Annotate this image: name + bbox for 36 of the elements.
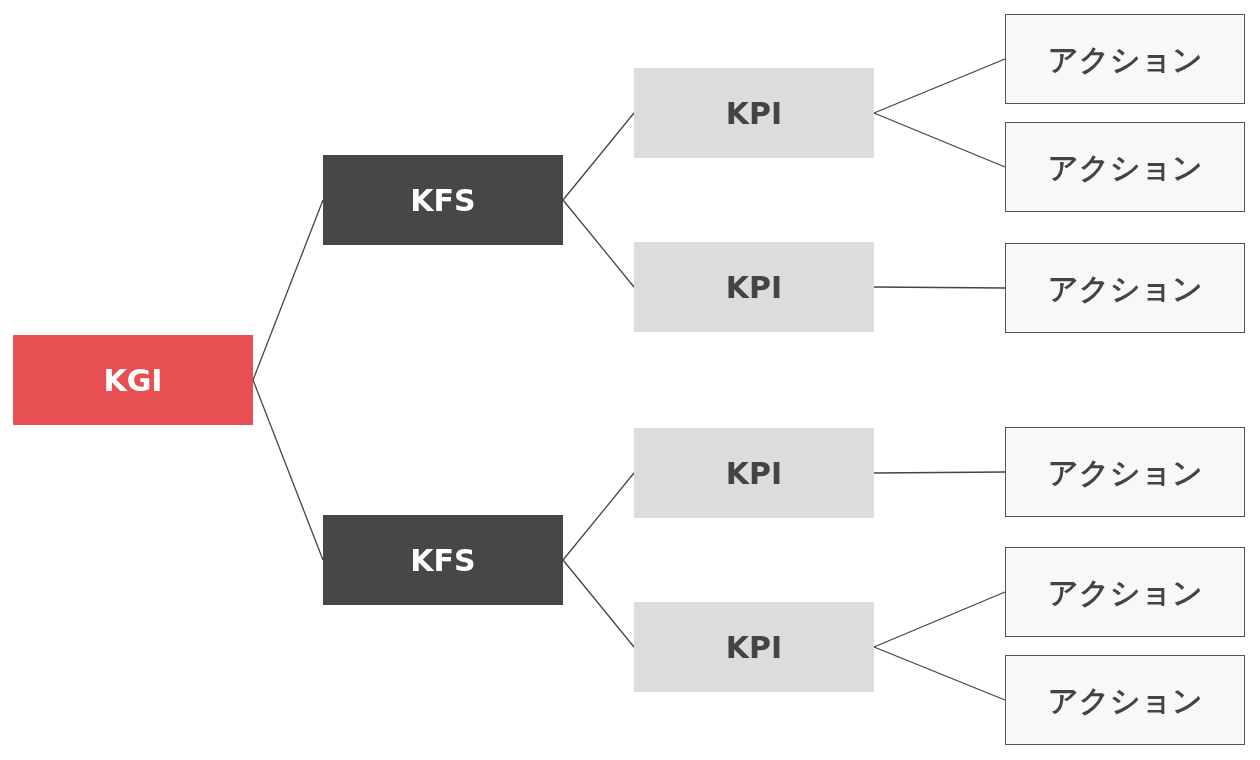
kpi-box: [634, 602, 874, 692]
box-label: KPI: [725, 628, 783, 667]
connector-line: [873, 591, 1006, 648]
box-label: KPI: [725, 94, 783, 133]
kgi-box: [13, 335, 253, 425]
connector-line: [873, 286, 1006, 289]
box-label: アクション: [1047, 40, 1203, 79]
kfs-box: [323, 515, 563, 605]
connector-line: [873, 58, 1006, 114]
connector-line: [873, 112, 1006, 168]
box-label: KGI: [103, 361, 163, 400]
connector-line: [562, 559, 635, 648]
kpi-box: [634, 242, 874, 332]
box-label: KFS: [410, 541, 476, 580]
box-label: アクション: [1047, 573, 1203, 612]
box-label: KFS: [410, 181, 476, 220]
kpi-box: [634, 428, 874, 518]
action-box: [1005, 547, 1245, 637]
connector-line: [562, 199, 635, 288]
connector-line: [873, 646, 1006, 701]
connector-line: [562, 112, 635, 201]
action-box: [1005, 122, 1245, 212]
box-label: KPI: [725, 454, 783, 493]
action-box: [1005, 655, 1245, 745]
box-label: アクション: [1047, 148, 1203, 187]
box-label: アクション: [1047, 681, 1203, 720]
kpi-box: [634, 68, 874, 158]
connector-line: [873, 471, 1006, 474]
action-box: [1005, 427, 1245, 517]
action-box: [1005, 243, 1245, 333]
kfs-box: [323, 155, 563, 245]
box-label: アクション: [1047, 269, 1203, 308]
box-label: アクション: [1047, 453, 1203, 492]
box-label: KPI: [725, 268, 783, 307]
connector-line: [562, 472, 635, 561]
action-box: [1005, 14, 1245, 104]
